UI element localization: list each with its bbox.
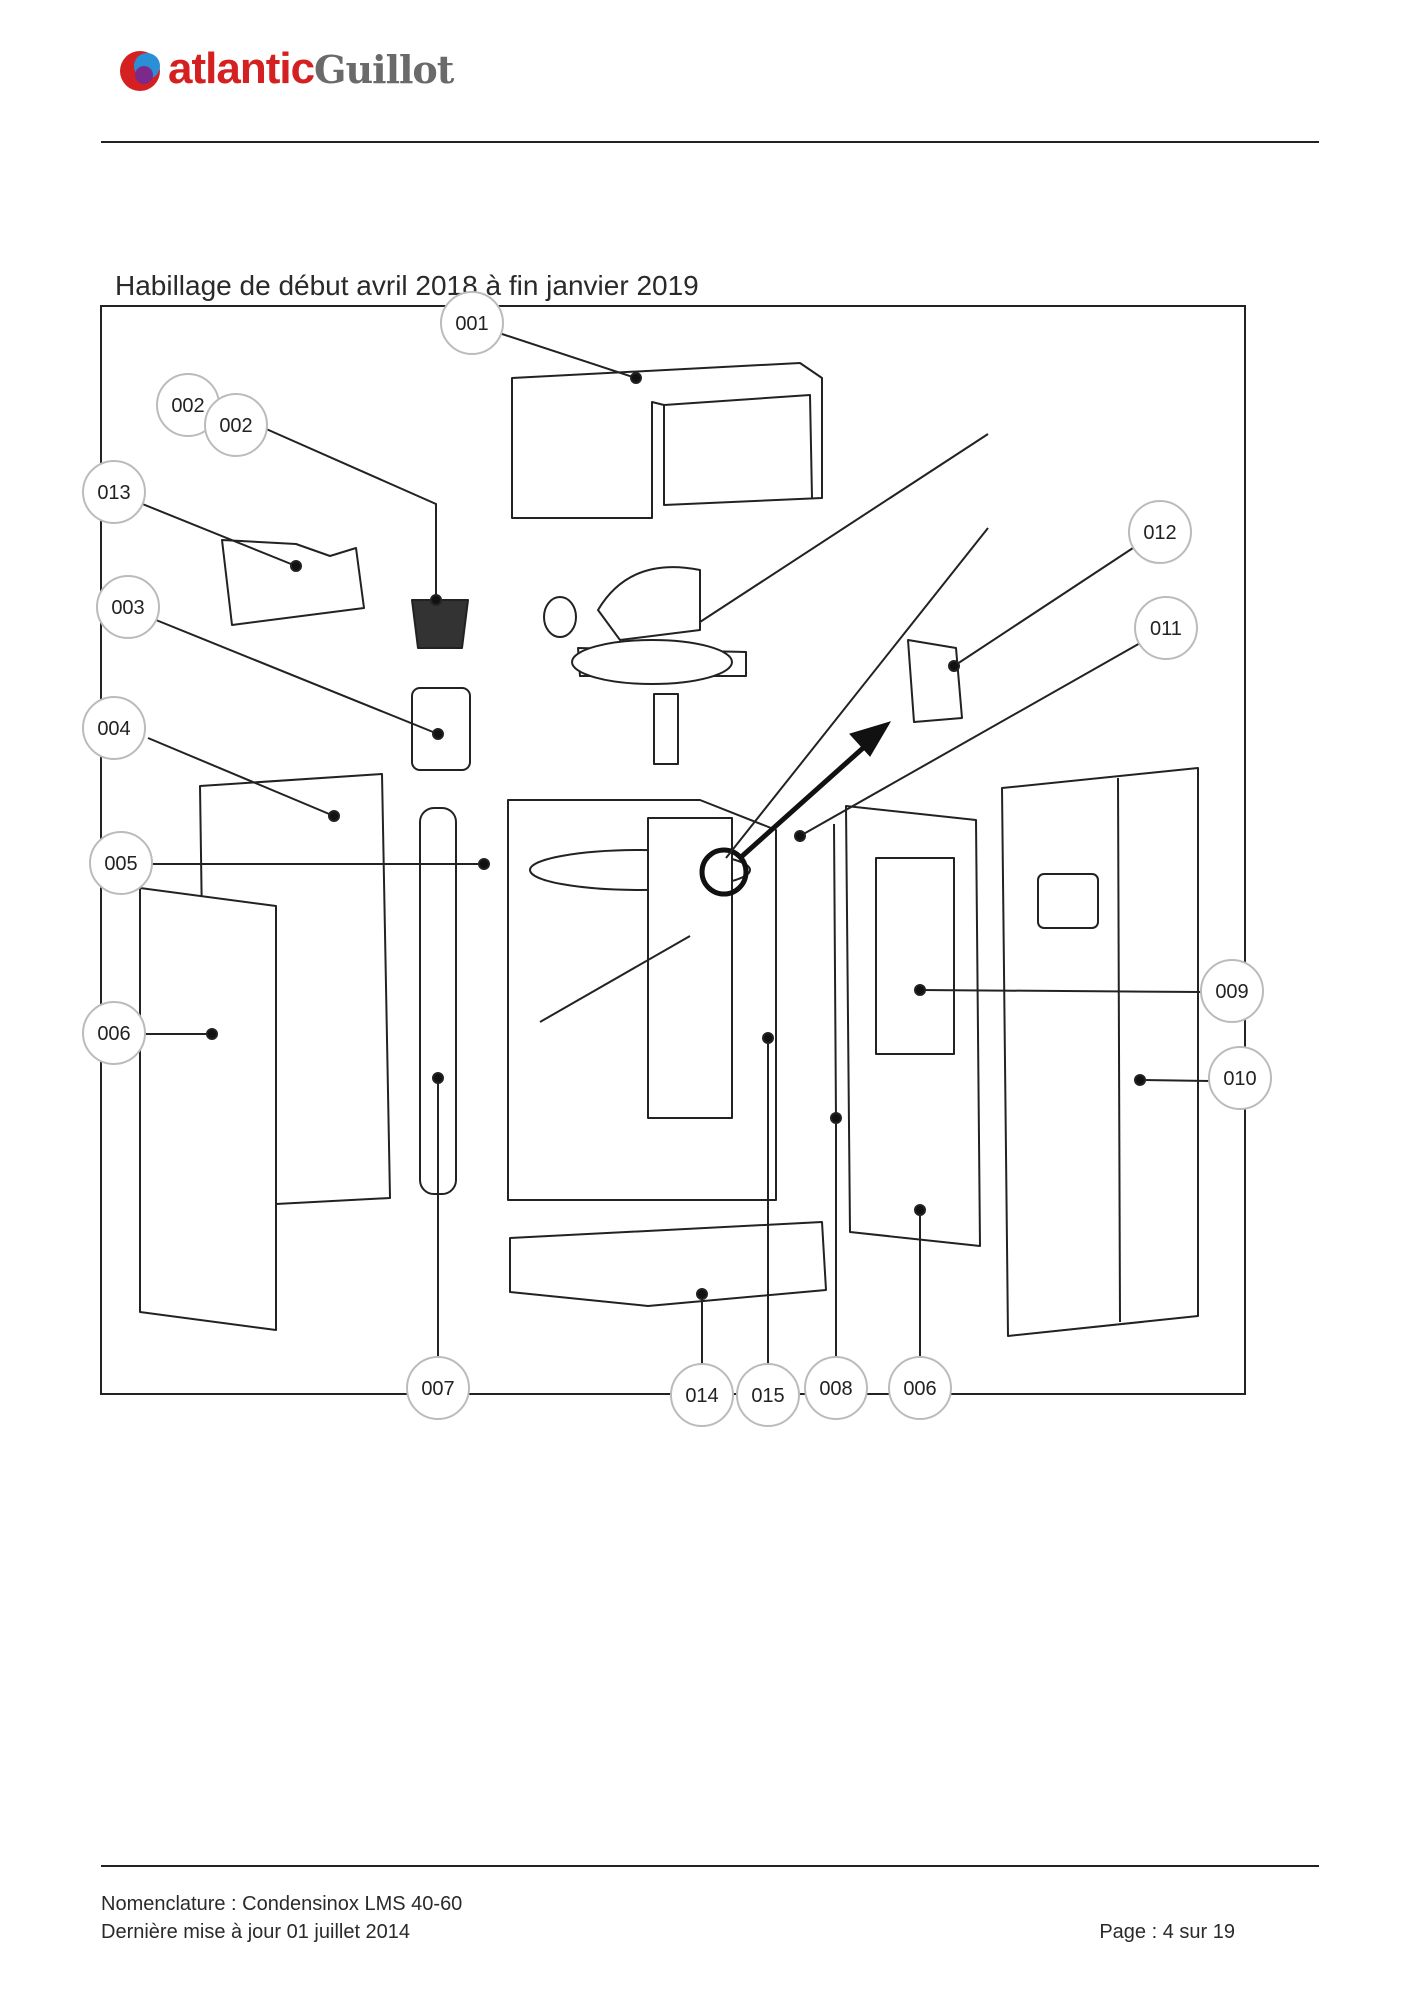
highlight-circle [699, 847, 749, 897]
callout-006: 006 [82, 1001, 146, 1065]
footer-rule [101, 1865, 1319, 1867]
callout-label: 006 [97, 1023, 130, 1045]
brand-logo: atlanticGuillot [118, 40, 498, 100]
callout-label: 001 [455, 313, 488, 335]
callout-003: 003 [96, 575, 160, 639]
footer-document-name: Nomenclature : Condensinox LMS 40-60 [101, 1893, 463, 1915]
footer-update-date: Dernière mise à jour 01 juillet 2014 [101, 1921, 411, 1943]
detail-arrow-shaft [738, 738, 874, 860]
fan-inlet-part [543, 596, 577, 638]
callout-label: 004 [97, 718, 130, 740]
top-hood-inner [663, 394, 813, 499]
callout-label: 013 [97, 482, 130, 504]
perforated-panel-part [221, 539, 365, 626]
burner-tube-part [653, 693, 679, 765]
callout-label: 012 [1143, 522, 1176, 544]
callout-011: 011 [1134, 596, 1198, 660]
callout-label: 005 [104, 853, 137, 875]
fan-blower-part [597, 566, 701, 641]
callout-008: 008 [804, 1356, 868, 1420]
callout-label: 007 [421, 1378, 454, 1400]
callout-label: 009 [1215, 981, 1248, 1003]
callout-label: 014 [685, 1385, 718, 1407]
callout-label: 006 [903, 1378, 936, 1400]
footer-page-number: Page : 4 sur 19 [1099, 1921, 1235, 1943]
callout-label: 011 [1150, 618, 1182, 640]
callout-013: 013 [82, 460, 146, 524]
filter-cup-part [411, 599, 469, 649]
brand-name-part-2: Guillot [314, 47, 454, 92]
control-board-part [647, 817, 733, 1119]
callout-001: 001 [440, 291, 504, 355]
left-side-panel-part [139, 887, 277, 1331]
probe-part [833, 823, 837, 1121]
callout-012: 012 [1128, 500, 1192, 564]
callout-009: 009 [1200, 959, 1264, 1023]
brand-logo-icon [120, 51, 160, 91]
section-title: Habillage de début avril 2018 à fin janv… [115, 270, 699, 301]
callout-label: 015 [751, 1385, 784, 1407]
base-frame-part [509, 1221, 827, 1307]
front-door-part [1001, 767, 1199, 1337]
callout-007: 007 [406, 1356, 470, 1420]
front-door-split [1117, 777, 1121, 1323]
callout-label: 002 [171, 395, 204, 417]
header-rule [101, 141, 1319, 143]
brand-name-part-1: atlantic [168, 44, 315, 93]
burner-flange-part [571, 639, 733, 685]
callout-label: 008 [819, 1378, 852, 1400]
callout-002: 002 [204, 393, 268, 457]
detail-arrow-head [849, 721, 892, 757]
callout-004: 004 [82, 696, 146, 760]
callout-label: 010 [1223, 1068, 1256, 1090]
callout-label: 002 [219, 415, 252, 437]
callout-014: 014 [670, 1363, 734, 1427]
callout-005: 005 [89, 831, 153, 895]
front-door-display [1037, 873, 1099, 929]
callout-002: 002 [156, 373, 220, 437]
callout-010: 010 [1208, 1046, 1272, 1110]
pump-part [907, 639, 963, 723]
brand-wordmark: atlanticGuillot [168, 44, 454, 94]
callout-006: 006 [888, 1356, 952, 1420]
callout-015: 015 [736, 1363, 800, 1427]
front-inner-door-window [875, 857, 955, 1055]
callout-label: 003 [111, 597, 144, 619]
